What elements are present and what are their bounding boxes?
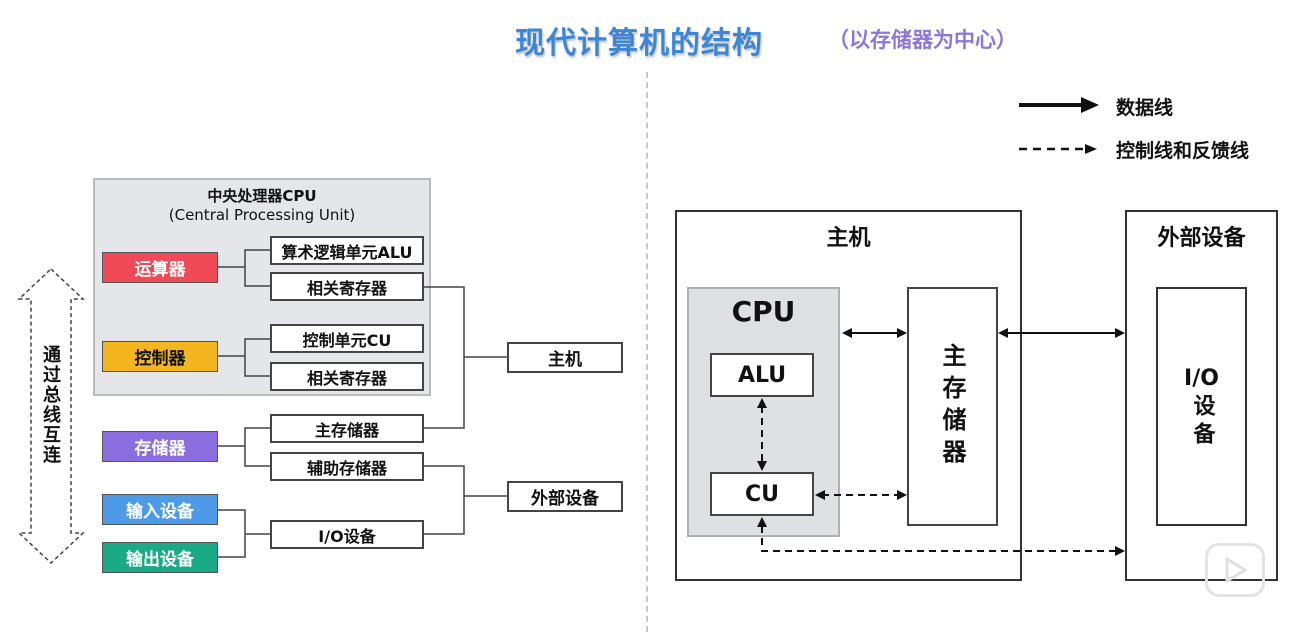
category-output-device: 输出设备 bbox=[102, 542, 218, 573]
legend-control-line: 控制线和反馈线 bbox=[1116, 140, 1250, 162]
external-label: 外部设备 bbox=[1157, 226, 1246, 251]
category-alu-unit: 运算器 bbox=[102, 252, 218, 283]
component-alu: 算术逻辑单元ALU bbox=[270, 236, 424, 265]
cpu-group-title: 中央处理器CPU bbox=[207, 187, 317, 205]
component-cu: 控制单元CU bbox=[270, 324, 424, 353]
play-watermark-icon bbox=[1205, 543, 1265, 597]
io-label-bottom: 设备 bbox=[1189, 393, 1215, 450]
category-memory: 存储器 bbox=[102, 431, 218, 462]
group-external: 外部设备 bbox=[507, 481, 623, 512]
bus-label: 通过总线互连 bbox=[40, 345, 61, 465]
alu-box: ALU bbox=[710, 353, 814, 397]
host-box bbox=[675, 210, 1022, 581]
legend-data-line: 数据线 bbox=[1116, 97, 1174, 119]
category-input-device: 输入设备 bbox=[102, 494, 218, 525]
main-memory-box: 主存储器 bbox=[907, 287, 998, 526]
cu-memory-control-arrow bbox=[815, 490, 907, 500]
memory-external-data-arrow bbox=[998, 328, 1125, 338]
component-alu-registers: 相关寄存器 bbox=[270, 272, 424, 301]
component-main-memory: 主存储器 bbox=[270, 414, 424, 443]
component-aux-memory: 辅助存储器 bbox=[270, 452, 424, 481]
external-box bbox=[1125, 210, 1278, 581]
bus-double-arrow-icon bbox=[17, 267, 85, 565]
page-title: 现代计算机的结构 bbox=[515, 26, 763, 61]
group-host: 主机 bbox=[507, 342, 623, 373]
cu-box: CU bbox=[710, 472, 814, 516]
io-device-box: I/O 设备 bbox=[1156, 287, 1247, 526]
cu-external-control-arrow bbox=[757, 517, 1125, 556]
io-label-top: I/O bbox=[1184, 365, 1219, 391]
component-cu-registers: 相关寄存器 bbox=[270, 362, 424, 391]
center-divider bbox=[646, 72, 648, 632]
cpu-memory-data-arrow bbox=[842, 328, 907, 338]
alu-cu-control-arrow bbox=[757, 398, 767, 471]
component-io-device: I/O设备 bbox=[270, 520, 424, 549]
cpu-group-subtitle: (Central Processing Unit) bbox=[168, 206, 356, 224]
page-subtitle: （以存储器为中心） bbox=[828, 28, 1017, 52]
data-line-icon bbox=[1019, 97, 1099, 113]
left-connector-lines bbox=[218, 249, 507, 558]
legend-icons bbox=[1019, 97, 1099, 154]
cpu-label: CPU bbox=[731, 295, 796, 328]
control-line-icon bbox=[1019, 144, 1097, 154]
host-label: 主机 bbox=[826, 226, 871, 251]
category-control-unit: 控制器 bbox=[102, 341, 218, 372]
main-memory-label: 主存储器 bbox=[938, 342, 966, 471]
